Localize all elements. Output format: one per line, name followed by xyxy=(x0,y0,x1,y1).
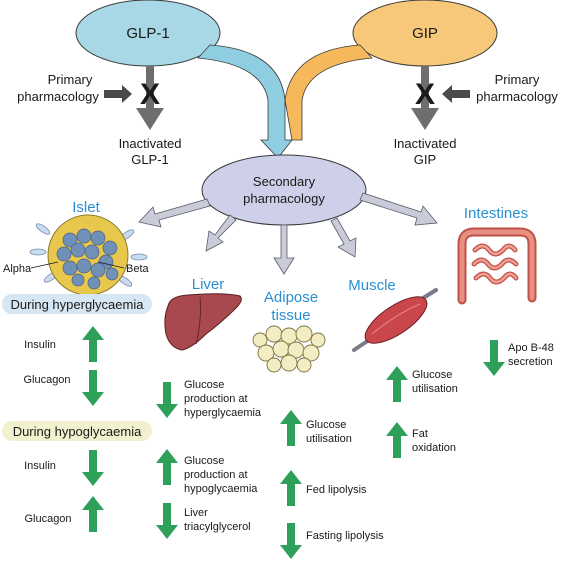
apo-b48-line2: secretion xyxy=(508,356,553,368)
alpha-label: Alpha xyxy=(3,263,32,275)
primary-right-line2: pharmacology xyxy=(476,89,558,104)
primary-left-line2: pharmacology xyxy=(17,89,99,104)
gip-block-x-icon: X xyxy=(415,78,435,111)
fed-lipolysis-up-arrow xyxy=(280,470,302,506)
liver-hyper-line3: hyperglycaemia xyxy=(184,407,262,419)
gip-flow-arrow xyxy=(284,44,373,141)
hyperglycaemia-label: During hyperglycaemia xyxy=(11,297,145,312)
apo-b48-down-arrow xyxy=(483,340,505,376)
liver-title: Liver xyxy=(192,276,225,293)
liver-hyper-line2: production at xyxy=(184,393,248,405)
gip-label: GIP xyxy=(412,25,438,42)
inactivated-gip-line1: Inactivated xyxy=(394,136,457,151)
intestines-illustration xyxy=(457,227,537,305)
muscle-title: Muscle xyxy=(348,277,396,294)
primary-left-pointer-icon xyxy=(104,85,132,103)
arrow-to-muscle xyxy=(330,217,357,258)
glucagon-hyper-label: Glucagon xyxy=(23,374,70,386)
islet-illustration xyxy=(29,214,148,302)
adipose-glucose-line2: utilisation xyxy=(306,433,352,445)
fat-oxidation-line2: oxidation xyxy=(412,442,456,454)
insulin-hyper-up-arrow xyxy=(82,326,104,362)
insulin-hypo-label: Insulin xyxy=(24,460,56,472)
glp1-label: GLP-1 xyxy=(126,25,169,42)
muscle-illustration xyxy=(352,288,438,352)
fat-oxidation-up-arrow xyxy=(386,422,408,458)
liver-illustration xyxy=(164,293,242,351)
apo-b48-line1: Apo B-48 xyxy=(508,342,554,354)
arrow-to-adipose xyxy=(273,224,295,275)
insulin-hyper-label: Insulin xyxy=(24,339,56,351)
hypoglycaemia-label: During hypoglycaemia xyxy=(13,424,142,439)
liver-hypo-line3: hypoglycaemia xyxy=(184,483,258,495)
glucagon-hypo-up-arrow xyxy=(82,496,104,532)
intestines-title: Intestines xyxy=(464,205,528,222)
glucagon-hypo-label: Glucagon xyxy=(24,513,71,525)
liver-lobe-line xyxy=(195,296,201,345)
liver-glucose-hypo-up-arrow xyxy=(156,449,178,485)
liver-hypo-line2: production at xyxy=(184,469,248,481)
arrow-to-intestines xyxy=(359,192,438,226)
hypoglycaemia-badge xyxy=(2,421,152,441)
liver-glucose-hyper-down-arrow xyxy=(156,382,178,418)
insulin-hypo-down-arrow xyxy=(82,450,104,486)
arrow-to-islet xyxy=(138,198,211,228)
beta-label: Beta xyxy=(126,263,150,275)
glp1-flow-arrow xyxy=(197,44,293,159)
fasting-lipolysis-down-arrow xyxy=(280,523,302,559)
adipose-title-line2: tissue xyxy=(271,307,310,324)
liver-hyper-line1: Glucose xyxy=(184,379,224,391)
beta-leader-line xyxy=(97,261,125,269)
inactivated-glp1-line1: Inactivated xyxy=(119,136,182,151)
primary-right-line1: Primary xyxy=(495,72,540,87)
adipose-glucose-up-arrow xyxy=(280,410,302,446)
hyperglycaemia-badge xyxy=(2,294,152,314)
glucagon-hyper-down-arrow xyxy=(82,370,104,406)
arrow-to-liver xyxy=(205,214,237,252)
glp1-block-x-icon: X xyxy=(140,78,160,111)
adipose-illustration xyxy=(252,325,326,373)
islet-title: Islet xyxy=(72,199,100,216)
secondary-line2: pharmacology xyxy=(243,191,325,206)
adipose-title-line1: Adipose xyxy=(264,289,318,306)
muscle-glucose-line1: Glucose xyxy=(412,369,452,381)
muscle-glucose-line2: utilisation xyxy=(412,383,458,395)
muscle-glucose-up-arrow xyxy=(386,366,408,402)
fasting-lipolysis-label: Fasting lipolysis xyxy=(306,530,384,542)
inactivated-gip-line2: GIP xyxy=(414,152,436,167)
primary-right-pointer-icon xyxy=(442,85,470,103)
primary-left-line1: Primary xyxy=(48,72,93,87)
glp1-inactivation-arrow xyxy=(136,66,164,130)
adipose-glucose-line1: Glucose xyxy=(306,419,346,431)
secondary-pharmacology-oval xyxy=(201,154,367,226)
fed-lipolysis-label: Fed lipolysis xyxy=(306,484,367,496)
liver-tg-line1: Liver xyxy=(184,507,208,519)
liver-tg-line2: triacylglycerol xyxy=(184,521,251,533)
liver-tg-down-arrow xyxy=(156,503,178,539)
liver-hypo-line1: Glucose xyxy=(184,455,224,467)
fat-oxidation-line1: Fat xyxy=(412,428,428,440)
gip-inactivation-arrow xyxy=(411,66,439,130)
inactivated-glp1-line2: GLP-1 xyxy=(131,152,169,167)
alpha-leader-line xyxy=(30,261,59,269)
secondary-line1: Secondary xyxy=(253,174,316,189)
